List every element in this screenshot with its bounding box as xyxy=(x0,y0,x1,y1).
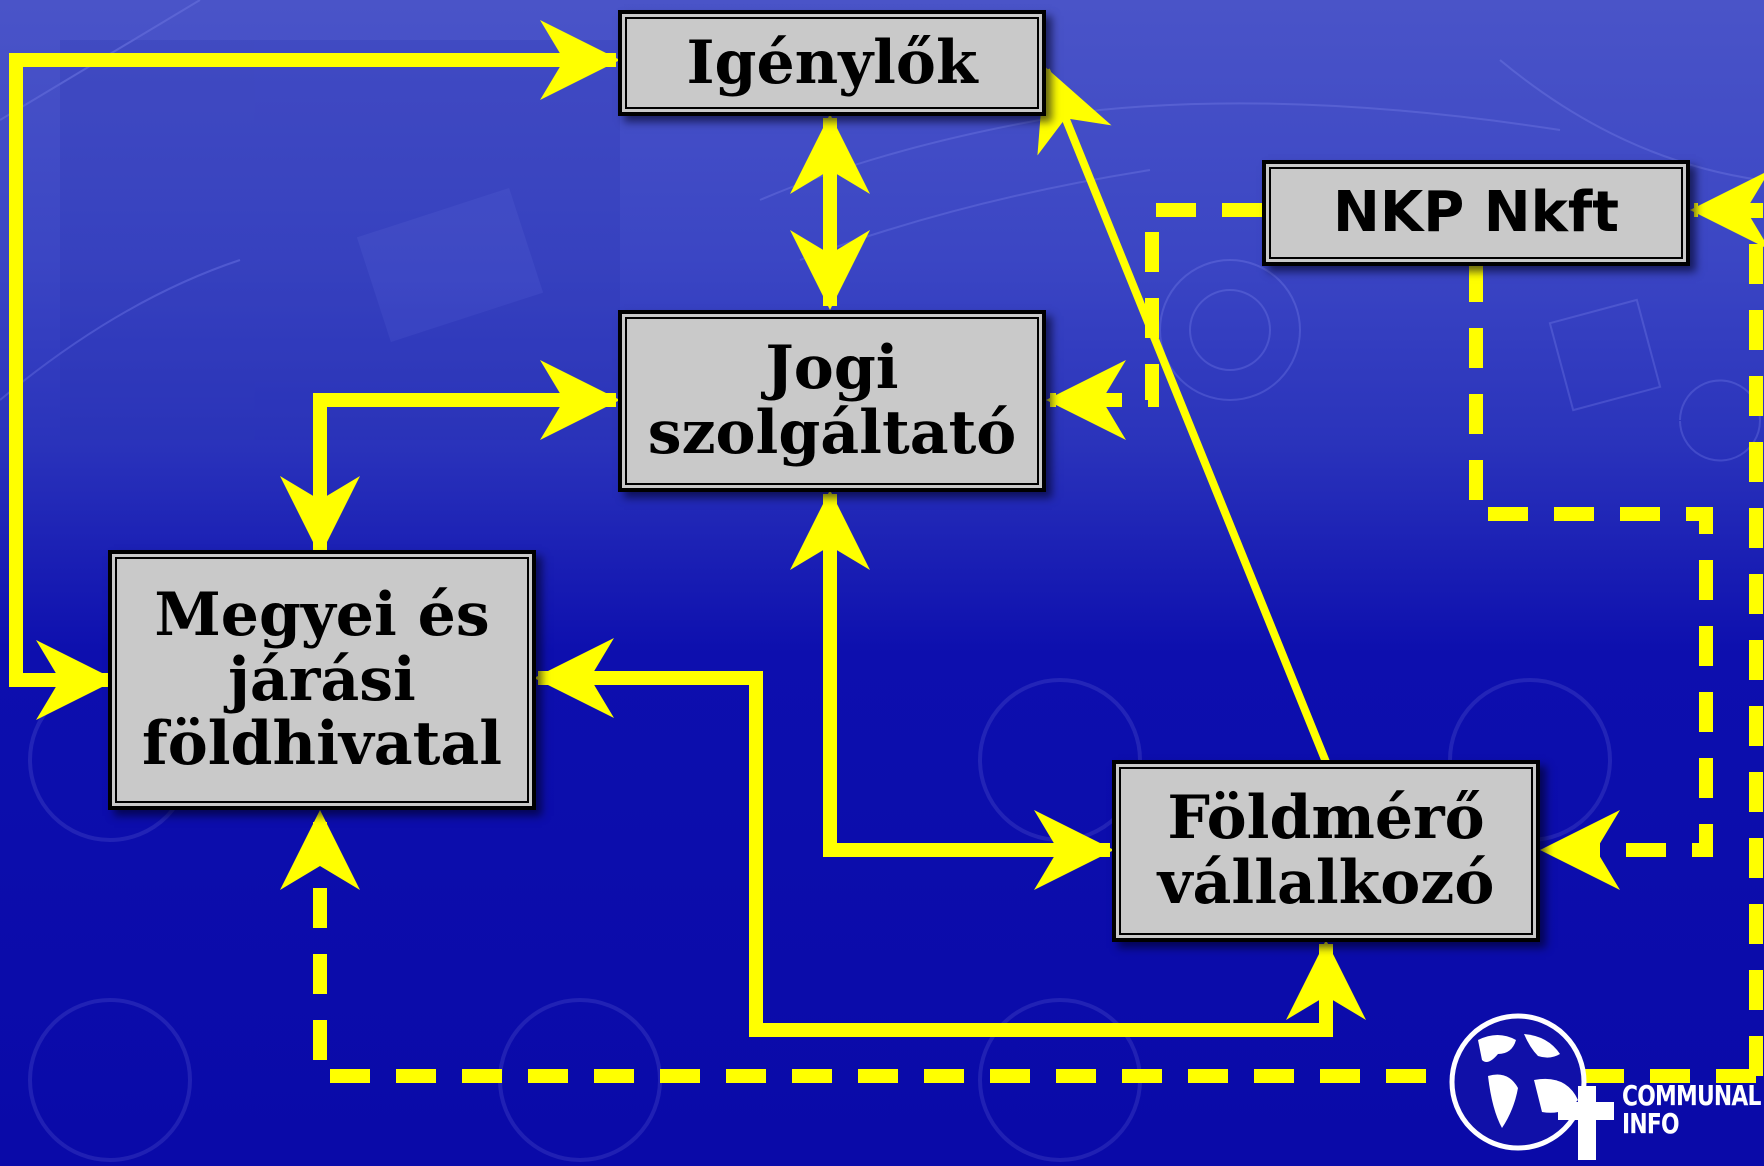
edge-nkp-jogi xyxy=(1046,203,1262,440)
edge-jogi-megyei xyxy=(280,360,620,556)
edge-jogi-foldmero xyxy=(790,490,1114,890)
edge-megyei-foldmero xyxy=(534,638,1366,1037)
node-jogi-label: Jogi szolgáltató xyxy=(647,333,1017,468)
logo-text: COMMUNAL INFO xyxy=(1622,1079,1761,1140)
node-megyei-label: Megyei és járási földhivatal xyxy=(141,579,503,780)
node-foldmero-vallalkozo: Földmérő vállalkozó xyxy=(1112,760,1540,942)
node-igenylok: Igénylők xyxy=(618,10,1046,116)
node-nkp-nkft: NKP Nkft xyxy=(1262,160,1690,266)
edge-loop-megyei xyxy=(280,810,1756,1083)
node-jogi-szolgaltato: Jogi szolgáltató xyxy=(618,310,1046,492)
edge-nkp-foldmero xyxy=(1469,262,1713,890)
globe-icon xyxy=(1449,1013,1614,1160)
node-foldmero-label: Földmérő vállalkozó xyxy=(1157,783,1495,918)
edge-loop-nkp xyxy=(1690,170,1764,1076)
edge-foldmero-igenylok xyxy=(1037,66,1330,764)
node-megyei-foldhivatal: Megyei és járási földhivatal xyxy=(108,550,536,810)
node-nkp-label: NKP Nkft xyxy=(1332,179,1620,245)
edge-igenylok-megyei xyxy=(9,20,620,720)
node-igenylok-label: Igénylők xyxy=(686,27,978,98)
